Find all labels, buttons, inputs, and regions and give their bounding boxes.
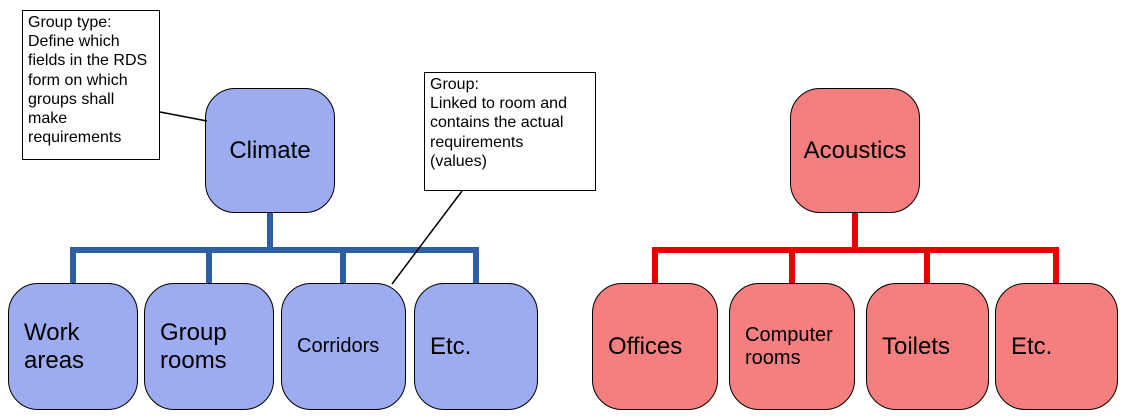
node-etc-acoustics: Etc. [995,283,1118,410]
node-offices: Offices [592,283,718,410]
acoustics-drop-line-4 [1053,247,1059,284]
node-corridors: Corridors [281,283,406,410]
node-label: Toilets [882,332,951,360]
climate-horizontal-line [70,247,479,253]
node-work-areas: Work areas [8,283,138,410]
node-label: Group rooms [160,318,227,374]
callout-group-type: Group type: Define which fields in the R… [22,10,160,160]
node-label: Corridors [297,335,380,357]
acoustics-drop-line-1 [652,247,658,284]
climate-drop-line-3 [340,247,346,284]
climate-root-stub-line [267,212,273,250]
node-label: Offices [608,332,683,360]
acoustics-root-stub-line [852,212,858,250]
node-label: Climate [229,136,311,164]
node-label: Computer rooms [745,323,833,369]
acoustics-drop-line-3 [924,247,930,284]
callout-line-group-type [159,111,208,122]
node-acoustics: Acoustics [790,88,920,213]
callout-line-group [391,190,463,285]
callout-group: Group: Linked to room and contains the a… [424,72,596,191]
climate-drop-line-1 [70,247,76,284]
climate-drop-line-4 [473,247,479,284]
node-climate: Climate [205,88,335,213]
climate-drop-line-2 [206,247,212,284]
node-toilets: Toilets [866,283,989,410]
node-etc-climate: Etc. [414,283,538,410]
node-label: Etc. [430,332,472,360]
acoustics-drop-line-2 [789,247,795,284]
node-computer-rooms: Computer rooms [729,283,855,410]
node-group-rooms: Group rooms [144,283,274,410]
node-label: Etc. [1011,332,1053,360]
node-label: Acoustics [803,136,907,164]
node-label: Work areas [24,318,85,374]
acoustics-horizontal-line [652,247,1059,253]
